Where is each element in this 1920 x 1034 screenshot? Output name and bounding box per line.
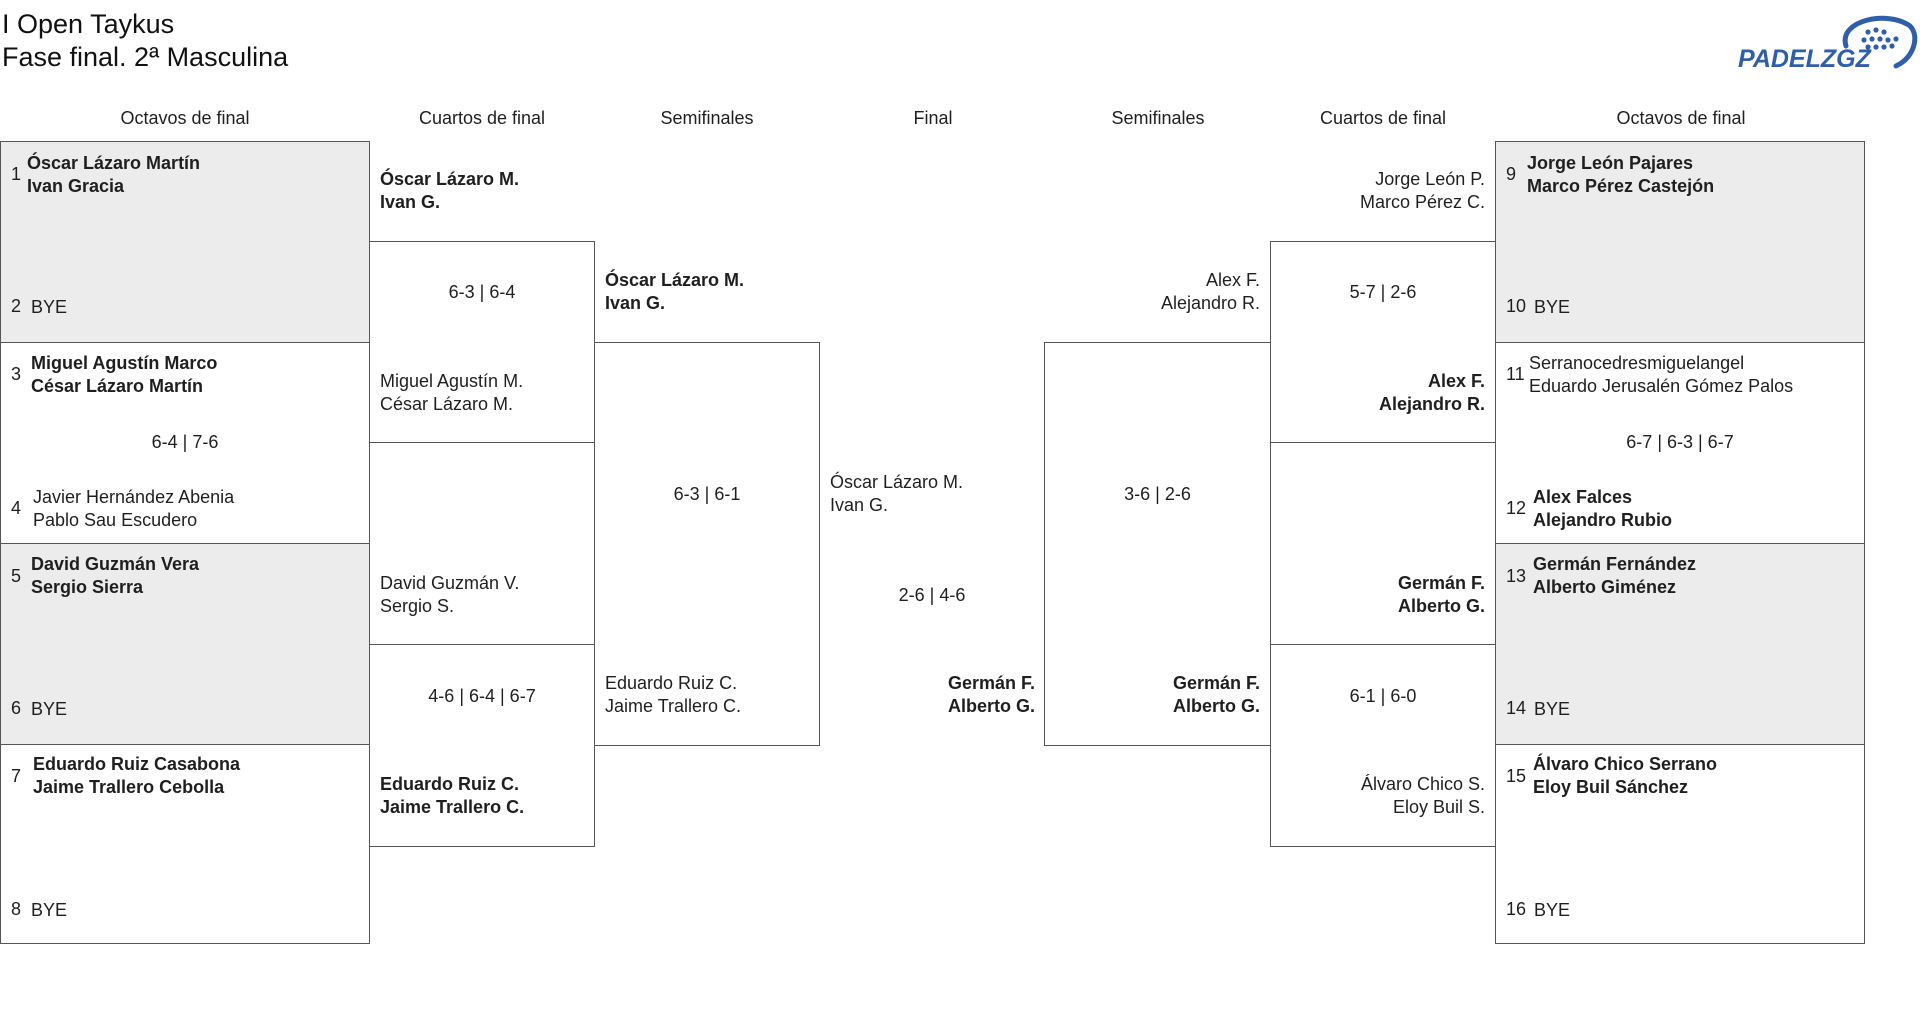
player-name: Álvaro Chico Serrano bbox=[1533, 754, 1718, 774]
match-box-sf-right bbox=[1044, 342, 1271, 746]
match-score: 4-6 | 6-4 | 6-7 bbox=[428, 686, 536, 706]
player-name: Alberto G. bbox=[1397, 596, 1485, 616]
player-name: Alberto G. bbox=[1172, 696, 1260, 716]
seed-number: 2 bbox=[11, 296, 22, 316]
col-header-right-semis: Semifinales bbox=[1111, 108, 1205, 128]
player-name: Alex F. bbox=[1205, 270, 1260, 290]
player-name: Ivan Gracia bbox=[27, 176, 125, 196]
player-name: Germán F. bbox=[1397, 573, 1485, 593]
bye-label: BYE bbox=[1534, 297, 1571, 317]
player-name: Miguel Agustín Marco bbox=[31, 353, 218, 373]
player-name: Eduardo Ruiz Casabona bbox=[33, 754, 241, 774]
match-score: 6-7 | 6-3 | 6-7 bbox=[1626, 432, 1734, 452]
bye-label: BYE bbox=[31, 699, 68, 719]
seed-number: 3 bbox=[11, 364, 22, 384]
match-score: 6-3 | 6-1 bbox=[673, 484, 741, 504]
player-name: David Guzmán V. bbox=[380, 573, 520, 593]
player-name: Jorge León P. bbox=[1375, 169, 1485, 189]
player-name: Javier Hernández Abenia bbox=[33, 487, 235, 507]
seed-number: 5 bbox=[11, 566, 22, 586]
match-box-oct-8 bbox=[1495, 744, 1865, 944]
player-name: César Lázaro Martín bbox=[31, 376, 204, 396]
player-name: Jorge León Pajares bbox=[1527, 153, 1694, 173]
player-name: Jaime Trallero C. bbox=[380, 797, 525, 817]
player-name: Marco Pérez C. bbox=[1359, 192, 1485, 212]
player-name: Eloy Buil Sánchez bbox=[1533, 777, 1689, 797]
player-name: Germán F. bbox=[947, 673, 1035, 693]
seed-number: 12 bbox=[1506, 498, 1527, 518]
player-name: Germán Fernández bbox=[1533, 554, 1697, 574]
col-header-final: Final bbox=[913, 108, 953, 128]
player-name: Alejandro Rubio bbox=[1533, 510, 1672, 530]
col-header-left-octavos: Octavos de final bbox=[120, 108, 250, 128]
seed-number: 9 bbox=[1506, 164, 1517, 184]
bye-label: BYE bbox=[1534, 699, 1571, 719]
final-score: 2-6 | 4-6 bbox=[898, 585, 966, 605]
col-header-left-semis: Semifinales bbox=[660, 108, 754, 128]
match-box-oct-7 bbox=[1495, 543, 1865, 745]
player-name: Sergio Sierra bbox=[31, 577, 144, 597]
bye-label: BYE bbox=[1534, 900, 1571, 920]
seed-number: 16 bbox=[1506, 899, 1527, 919]
padel-ball-icon: PADELZGZ bbox=[1738, 15, 1918, 73]
seed-number: 11 bbox=[1506, 364, 1525, 384]
player-name: Jaime Trallero C. bbox=[605, 696, 742, 716]
player-name: Eloy Buil S. bbox=[1392, 797, 1485, 817]
player-name: Eduardo Jerusalén Gómez Palos bbox=[1529, 376, 1794, 396]
padelzgz-logo: PADELZGZ bbox=[1738, 10, 1918, 75]
player-name: Óscar Lázaro M. bbox=[830, 472, 964, 492]
player-name: Óscar Lázaro M. bbox=[605, 270, 745, 290]
match-box-oct-5 bbox=[1495, 141, 1865, 343]
seed-number: 14 bbox=[1506, 698, 1527, 718]
match-score: 6-4 | 7-6 bbox=[151, 432, 219, 452]
bye-label: BYE bbox=[31, 297, 68, 317]
player-name: Ivan G. bbox=[605, 293, 666, 313]
player-name: Alex F. bbox=[1427, 371, 1485, 391]
player-name: Germán F. bbox=[1172, 673, 1260, 693]
player-name: Eduardo Ruiz C. bbox=[605, 673, 738, 693]
page-title: I Open Taykus bbox=[2, 9, 175, 39]
player-name: Jaime Trallero Cebolla bbox=[33, 777, 225, 797]
player-name: Álvaro Chico S. bbox=[1360, 774, 1485, 794]
seed-number: 1 bbox=[11, 164, 22, 184]
col-header-right-cuartos: Cuartos de final bbox=[1319, 108, 1447, 128]
seed-number: 4 bbox=[11, 498, 22, 518]
player-name: Óscar Lázaro Martín bbox=[27, 153, 201, 173]
player-name: Pablo Sau Escudero bbox=[33, 510, 198, 530]
col-header-left-cuartos: Cuartos de final bbox=[418, 108, 546, 128]
seed-number: 6 bbox=[11, 698, 22, 718]
player-name: Alberto G. bbox=[947, 696, 1035, 716]
player-name: Eduardo Ruiz C. bbox=[380, 774, 519, 794]
player-name: Serranocedresmiguelangel bbox=[1529, 353, 1745, 373]
player-name: Miguel Agustín M. bbox=[380, 371, 524, 391]
seed-number: 7 bbox=[11, 766, 22, 786]
seed-number: 13 bbox=[1506, 566, 1527, 586]
player-name: Alejandro R. bbox=[1160, 293, 1260, 313]
seed-number: 10 bbox=[1506, 296, 1527, 316]
player-name: Alejandro R. bbox=[1378, 394, 1485, 414]
match-box-oct-1 bbox=[0, 141, 370, 343]
match-score: 3-6 | 2-6 bbox=[1124, 484, 1191, 504]
page-subtitle: Fase final. 2ª Masculina bbox=[2, 42, 289, 72]
player-name: Marco Pérez Castejón bbox=[1527, 176, 1715, 196]
col-header-right-octavos: Octavos de final bbox=[1616, 108, 1746, 128]
match-score: 5-7 | 2-6 bbox=[1349, 282, 1417, 302]
player-name: Ivan G. bbox=[830, 495, 889, 515]
player-name: Ivan G. bbox=[380, 192, 441, 212]
player-name: César Lázaro M. bbox=[380, 394, 514, 414]
player-name: David Guzmán Vera bbox=[31, 554, 200, 574]
seed-number: 8 bbox=[11, 899, 22, 919]
player-name: Sergio S. bbox=[380, 596, 455, 616]
match-box-sf-left bbox=[594, 342, 820, 746]
player-name: Alex Falces bbox=[1533, 487, 1633, 507]
match-score: 6-3 | 6-4 bbox=[448, 282, 516, 302]
bye-label: BYE bbox=[31, 900, 68, 920]
match-score: 6-1 | 6-0 bbox=[1349, 686, 1417, 706]
svg-text:PADELZGZ: PADELZGZ bbox=[1738, 45, 1873, 73]
seed-number: 15 bbox=[1506, 766, 1527, 786]
match-box-oct-3 bbox=[0, 543, 370, 745]
player-name: Alberto Giménez bbox=[1533, 577, 1677, 597]
player-name: Óscar Lázaro M. bbox=[380, 169, 520, 189]
